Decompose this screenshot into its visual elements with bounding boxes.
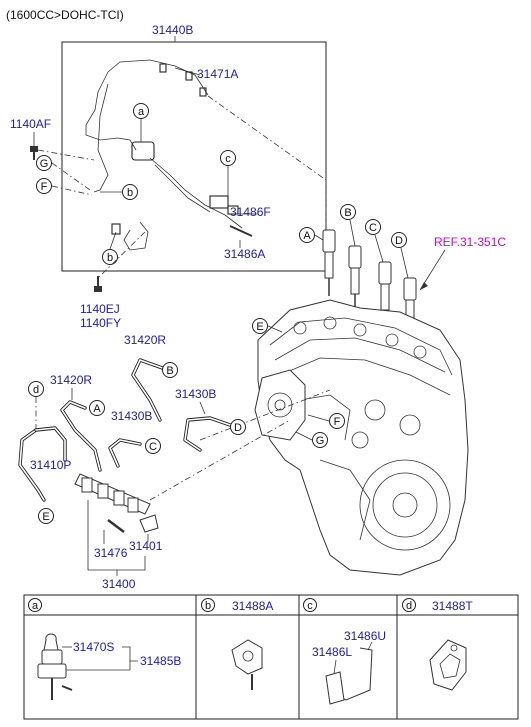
callout-B-injector[interactable]: B	[340, 204, 356, 220]
label-1140FY: 1140FY	[80, 316, 121, 330]
pipe-31420R-upper[interactable]	[131, 358, 170, 422]
ref-label[interactable]: REF.31-351C	[434, 235, 506, 249]
label-1140EJ: 1140EJ	[80, 302, 120, 316]
callout-F[interactable]: F	[36, 178, 52, 194]
table-cell-b: b 31488A	[201, 598, 273, 690]
callout-B-pipe[interactable]: B	[162, 362, 178, 378]
callout-C-pipe[interactable]: C	[145, 438, 161, 454]
svg-text:b: b	[127, 187, 133, 199]
label-31486F: 31486F	[230, 205, 271, 219]
svg-text:A: A	[93, 403, 101, 415]
parts-table	[23, 594, 519, 720]
pipe-31430B-right[interactable]	[183, 416, 232, 452]
label-31420R-top: 31420R	[124, 333, 166, 347]
callout-d-pipe[interactable]: d	[28, 381, 44, 397]
svg-text:D: D	[395, 235, 403, 247]
callout-F-engine[interactable]: F	[329, 413, 345, 429]
svg-text:B: B	[166, 365, 173, 377]
callout-a-top[interactable]: a	[133, 103, 149, 119]
label-31430B-right: 31430B	[175, 387, 216, 401]
return-hose-joint	[131, 141, 155, 161]
svg-text:E: E	[42, 511, 49, 523]
svg-text:F: F	[334, 416, 341, 428]
label-31488A: 31488A	[232, 599, 273, 613]
svg-text:A: A	[303, 230, 311, 242]
fuel-return-assembly-frame	[61, 41, 327, 272]
callout-D-injector[interactable]: D	[391, 232, 407, 248]
svg-text:b: b	[107, 252, 113, 264]
callout-A-pipe[interactable]: A	[89, 400, 105, 416]
label-31471A: 31471A	[197, 67, 238, 81]
table-cell-a: a 31470S 31485B	[28, 598, 181, 700]
callout-E-engine[interactable]: E	[252, 318, 268, 334]
label-31440B: 31440B	[152, 23, 193, 37]
callout-A-injector[interactable]: A	[299, 227, 315, 243]
svg-text:a: a	[138, 106, 145, 118]
label-31430B-mid: 31430B	[111, 409, 152, 423]
label-31486L: 31486L	[312, 645, 352, 659]
svg-text:F: F	[41, 181, 48, 193]
svg-text:E: E	[256, 321, 263, 333]
label-31470S: 31470S	[73, 640, 114, 654]
label-31486U: 31486U	[344, 629, 386, 643]
table-cell-c: c 31486U 31486L	[303, 598, 386, 705]
label-31485B: 31485B	[140, 654, 181, 668]
svg-text:D: D	[234, 422, 242, 434]
label-31401: 31401	[129, 539, 163, 553]
callout-G[interactable]: G	[36, 155, 52, 171]
svg-text:d: d	[406, 600, 412, 612]
svg-text:d: d	[33, 384, 39, 396]
svg-text:c: c	[307, 600, 313, 612]
return-hose-upper	[107, 59, 209, 96]
pipe-31430B-mid[interactable]	[108, 438, 142, 468]
label-31400: 31400	[102, 577, 136, 591]
callout-b-low[interactable]: b	[102, 249, 118, 265]
svg-text:G: G	[40, 158, 49, 170]
table-cell-d: d 31488T	[402, 598, 473, 691]
svg-text:G: G	[316, 435, 325, 447]
label-31488T: 31488T	[432, 599, 473, 613]
pipe-31420R-lower[interactable]	[60, 400, 102, 472]
engine-label: (1600CC>DOHC-TCI)	[6, 8, 124, 22]
callout-G-engine[interactable]: G	[312, 432, 328, 448]
label-31476: 31476	[94, 546, 128, 560]
svg-text:b: b	[205, 600, 211, 612]
label-31420R-left: 31420R	[50, 373, 92, 387]
callout-C-injector[interactable]: C	[365, 219, 381, 235]
svg-text:B: B	[344, 207, 351, 219]
label-31486A: 31486A	[224, 247, 265, 261]
svg-text:C: C	[149, 441, 157, 453]
svg-text:a: a	[32, 600, 39, 612]
callout-c-top[interactable]: c	[220, 150, 236, 166]
callout-b-mid[interactable]: b	[122, 184, 138, 200]
engine-block	[254, 299, 469, 576]
common-rail-31400[interactable]	[74, 473, 159, 533]
svg-text:C: C	[369, 222, 377, 234]
pipe-31410P[interactable]	[18, 426, 67, 502]
label-1140AF: 1140AF	[10, 117, 51, 131]
svg-text:c: c	[225, 153, 231, 165]
label-31410P: 31410P	[30, 458, 71, 472]
callout-D-pipe[interactable]: D	[230, 419, 246, 435]
callout-E-pipe[interactable]: E	[38, 508, 54, 524]
return-hose-left	[85, 71, 137, 151]
